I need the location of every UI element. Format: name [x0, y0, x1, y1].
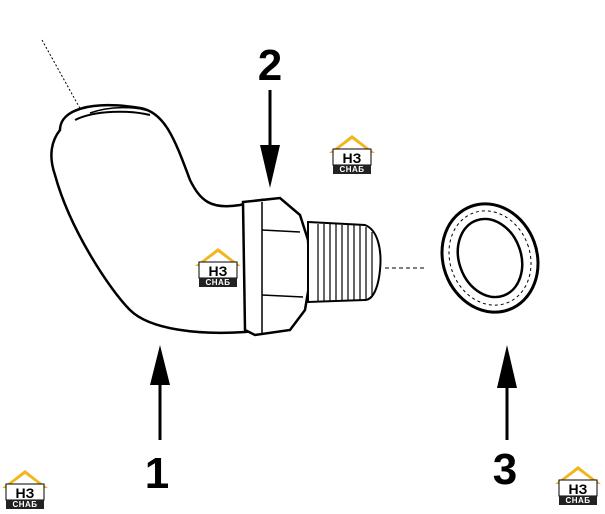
callout-1: 1 [145, 449, 169, 498]
leader-line-top [41, 39, 83, 113]
arrow-2 [260, 90, 280, 188]
svg-text:НЗ: НЗ [569, 481, 588, 497]
svg-text:СНАБ: СНАБ [339, 165, 364, 174]
callout-2: 2 [258, 41, 282, 90]
hex-nut [241, 196, 312, 337]
arrow-3 [497, 345, 517, 440]
watermark-logo: НЗ СНАБ [1, 469, 49, 510]
callout-3: 3 [493, 445, 517, 494]
arrow-1 [150, 345, 170, 440]
svg-text:НЗ: НЗ [16, 485, 35, 501]
watermark-logo: НЗ СНАБ [194, 247, 242, 288]
watermark-logo: НЗ СНАБ [328, 134, 376, 175]
svg-text:НЗ: НЗ [209, 263, 228, 279]
svg-text:НЗ: НЗ [343, 150, 362, 166]
svg-text:СНАБ: СНАБ [205, 278, 230, 287]
sealing-washer [440, 202, 540, 314]
svg-text:СНАБ: СНАБ [12, 500, 37, 509]
threaded-stem [307, 220, 382, 304]
watermark-logo: НЗ СНАБ [554, 465, 602, 506]
elbow-fitting [50, 104, 264, 335]
svg-text:СНАБ: СНАБ [565, 496, 590, 505]
